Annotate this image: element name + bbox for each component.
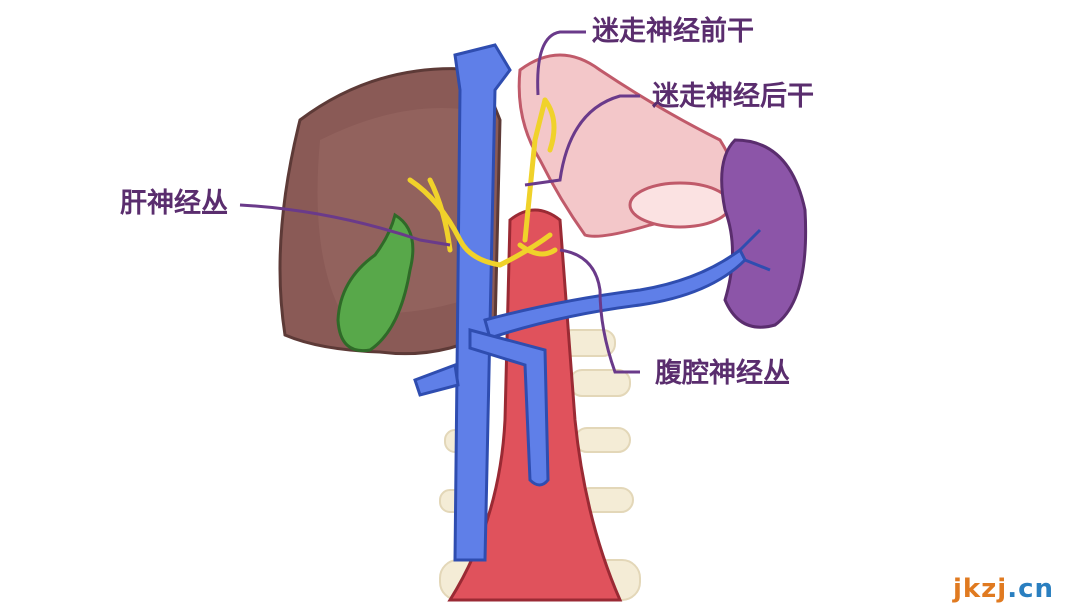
vein-system [413, 43, 771, 562]
leader-celiac-plexus [559, 248, 640, 374]
label-celiac-plexus: 腹腔神经丛 [655, 358, 790, 389]
watermark-main: jkzj [952, 574, 1008, 604]
label-vagus-posterior: 迷走神经后干 [652, 81, 814, 112]
spleen [720, 138, 808, 329]
label-vagus-anterior: 迷走神经前干 [592, 16, 754, 47]
leader-vagus-posterior [524, 94, 640, 187]
label-hepatic-plexus: 肝神经丛 [120, 188, 228, 219]
watermark: jkzj.cn [953, 574, 1054, 604]
gallbladder [336, 212, 415, 353]
leader-vagus-anterior [536, 30, 586, 96]
nerve-network [407, 97, 558, 268]
leader-hepatic-plexus [239, 203, 451, 247]
leader-lines [239, 30, 640, 374]
watermark-suffix: .cn [1007, 574, 1054, 604]
